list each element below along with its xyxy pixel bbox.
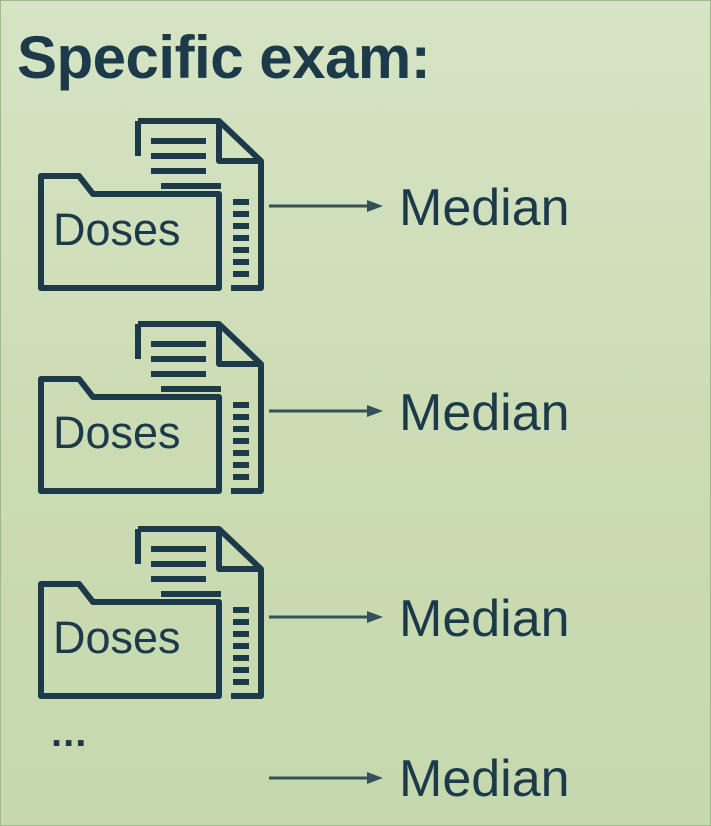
folder-label: Doses xyxy=(53,612,181,663)
median-label: Median xyxy=(399,179,570,237)
arrow-right-icon xyxy=(269,404,383,418)
arrow-right-icon xyxy=(269,771,383,785)
arrow-right-icon xyxy=(269,199,383,213)
final-median-label: Median xyxy=(399,750,570,808)
arrow-right-icon xyxy=(269,610,383,624)
dose-group-1: Doses Median xyxy=(1,116,711,296)
dose-group-3: Doses Median xyxy=(1,524,711,704)
folder-label: Doses xyxy=(53,407,181,458)
documents-folder-icon: Doses xyxy=(31,116,271,296)
folder-label: Doses xyxy=(53,204,181,255)
diagram-title: Specific exam: xyxy=(17,24,431,91)
dose-group-2: Doses Median xyxy=(1,319,711,499)
median-label: Median xyxy=(399,384,570,442)
documents-folder-icon: Doses xyxy=(31,319,271,499)
more-groups-ellipsis: ... xyxy=(51,711,88,755)
median-label: Median xyxy=(399,590,570,648)
documents-folder-icon: Doses xyxy=(31,524,271,704)
